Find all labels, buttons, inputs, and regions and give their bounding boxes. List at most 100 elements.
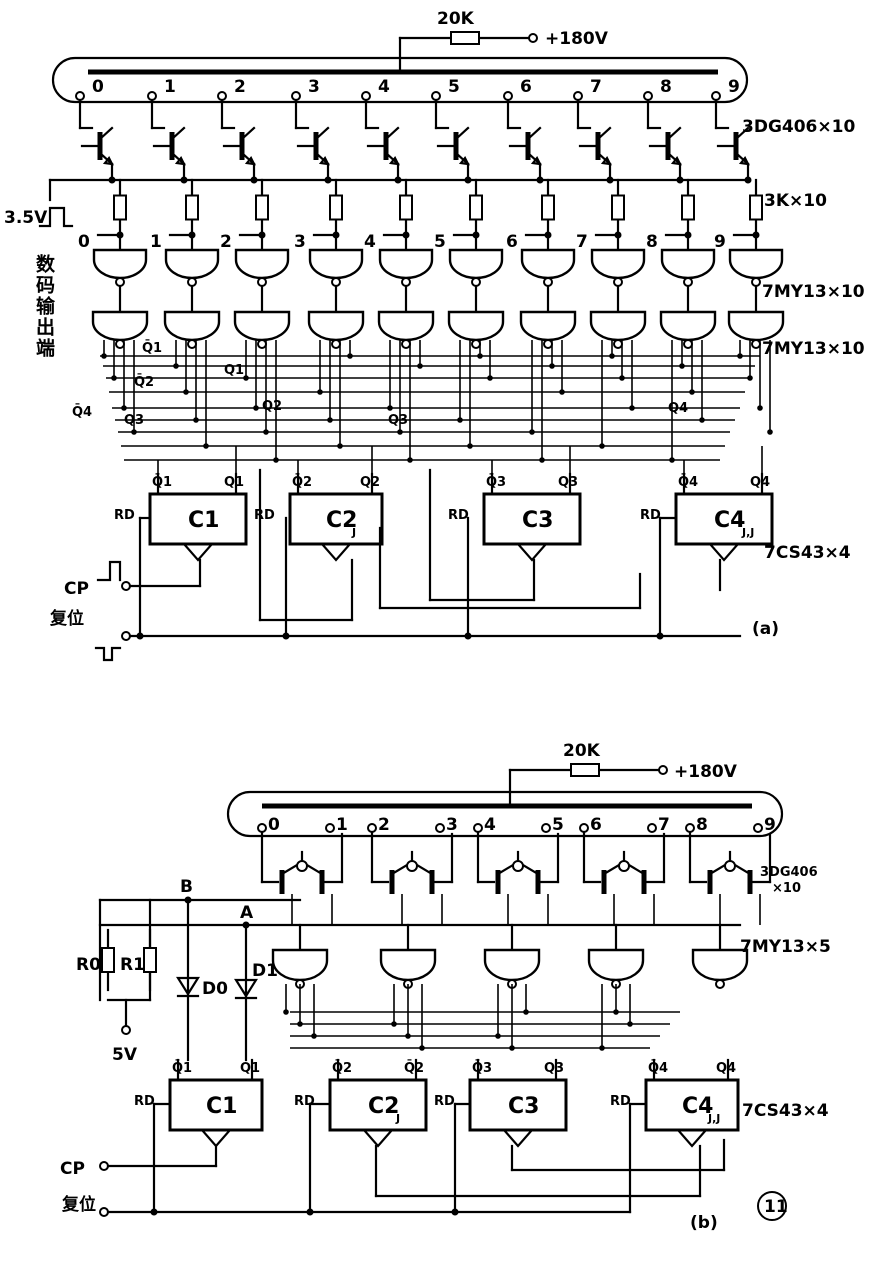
figure-number-circle bbox=[757, 1191, 787, 1221]
counter-sub: J,J bbox=[707, 1112, 720, 1125]
decoder-gate-5 bbox=[447, 310, 505, 342]
counter-name: C1 bbox=[206, 1094, 237, 1119]
q4-label: Q4 bbox=[668, 401, 688, 416]
input-digit-4: 4 bbox=[364, 232, 376, 252]
tube-digit-1: 1 bbox=[164, 77, 176, 97]
tube-pin-4 bbox=[473, 823, 483, 833]
transistor-7 bbox=[578, 126, 612, 166]
tube-pin-2 bbox=[217, 91, 227, 101]
counter-body bbox=[482, 492, 582, 546]
r0-label: R0 bbox=[76, 955, 101, 975]
base-resistor-3 bbox=[329, 194, 343, 221]
input-digit-6: 6 bbox=[506, 232, 518, 252]
transistor-2 bbox=[222, 126, 256, 166]
decoder-gate-1 bbox=[163, 310, 221, 342]
tube-digit-4: 4 bbox=[378, 77, 390, 97]
supply-5v: 5V bbox=[112, 1045, 138, 1065]
supply-terminal bbox=[658, 765, 668, 775]
tube-pin-3 bbox=[435, 823, 445, 833]
cp-terminal bbox=[99, 1161, 109, 1171]
clock-input bbox=[675, 1128, 709, 1148]
reset-pulse bbox=[94, 646, 122, 662]
tube-pin-9 bbox=[753, 823, 763, 833]
tube-digit-5: 5 bbox=[552, 815, 564, 835]
tube-pin-2 bbox=[367, 823, 377, 833]
q-bar-label: Q̄2 bbox=[292, 474, 312, 490]
counter-body bbox=[288, 492, 384, 546]
decoder-gate-2 bbox=[483, 948, 541, 982]
clock-input bbox=[181, 542, 215, 562]
input-digit-9: 9 bbox=[714, 232, 726, 252]
cp-pulse bbox=[96, 560, 122, 582]
base-resistor-2 bbox=[255, 194, 269, 221]
resistor-20k bbox=[570, 763, 600, 777]
clock-input bbox=[707, 542, 741, 562]
q-label: Q1 bbox=[240, 1061, 260, 1076]
resistor-value: 20K bbox=[437, 9, 475, 29]
input-digit-2: 2 bbox=[220, 232, 232, 252]
tube-digit-8: 8 bbox=[660, 77, 672, 97]
tube-digit-2: 2 bbox=[234, 77, 246, 97]
transistor-row-a: 3DG406×10 bbox=[48, 98, 855, 202]
resistor-r1 bbox=[143, 947, 157, 973]
digit-output-label: 数码输出端 bbox=[33, 253, 55, 359]
tube-digit-2: 2 bbox=[378, 815, 390, 835]
inverter-gate-3 bbox=[308, 248, 364, 280]
q-bar-label: Q̄2 bbox=[332, 1060, 352, 1076]
base-resistor-7 bbox=[611, 194, 625, 221]
base-resistor-9 bbox=[749, 194, 763, 221]
rd-label: RD bbox=[254, 508, 275, 523]
q4bar-label: Q̄4 bbox=[72, 404, 92, 420]
decoder-gate-9 bbox=[727, 310, 785, 342]
tube-digit-0: 0 bbox=[268, 815, 280, 835]
inverter-gate-7 bbox=[590, 248, 646, 280]
decoder-gate-1 bbox=[379, 948, 437, 982]
tube-digit-7: 7 bbox=[658, 815, 670, 835]
counter-name: C2 bbox=[368, 1094, 399, 1119]
panel-tag: (a) bbox=[752, 619, 779, 639]
q-label: Q4 bbox=[716, 1061, 736, 1076]
tube-digit-5: 5 bbox=[448, 77, 460, 97]
q2-label: Q2 bbox=[262, 399, 282, 414]
counter-body bbox=[328, 1078, 428, 1132]
inverter-gate-9 bbox=[728, 248, 784, 280]
decoder-gate-3 bbox=[307, 310, 365, 342]
transistor-0 bbox=[80, 126, 114, 166]
transistor-label: 3DG406×10 bbox=[742, 117, 855, 137]
counter-name: C1 bbox=[188, 508, 219, 533]
reset-terminal bbox=[121, 631, 131, 641]
tube-pin-8 bbox=[643, 91, 653, 101]
clock-input bbox=[501, 1128, 535, 1148]
tube-digit-1: 1 bbox=[336, 815, 348, 835]
rd-label: RD bbox=[114, 508, 135, 523]
tube-digit-8: 8 bbox=[696, 815, 708, 835]
tube-digit-3: 3 bbox=[446, 815, 458, 835]
transistor-9 bbox=[716, 126, 750, 166]
tube-pin-8 bbox=[685, 823, 695, 833]
d0-label: D0 bbox=[202, 979, 228, 999]
counter-sub: J bbox=[395, 1112, 400, 1125]
input-pulse-a: 3.5V bbox=[4, 206, 74, 228]
reset-terminal bbox=[99, 1207, 109, 1217]
tube-digit-9: 9 bbox=[764, 815, 776, 835]
counter-name: C4 bbox=[682, 1094, 713, 1119]
nand-gates-b: 7MY13×5 bbox=[271, 923, 831, 1051]
resistor-20k bbox=[450, 31, 480, 45]
counter-name: C4 bbox=[714, 508, 745, 533]
rd-label: RD bbox=[294, 1094, 315, 1109]
decoder-gate-0 bbox=[271, 948, 329, 982]
resistor-label: 3K×10 bbox=[764, 191, 827, 211]
input-digit-0: 0 bbox=[78, 232, 90, 252]
